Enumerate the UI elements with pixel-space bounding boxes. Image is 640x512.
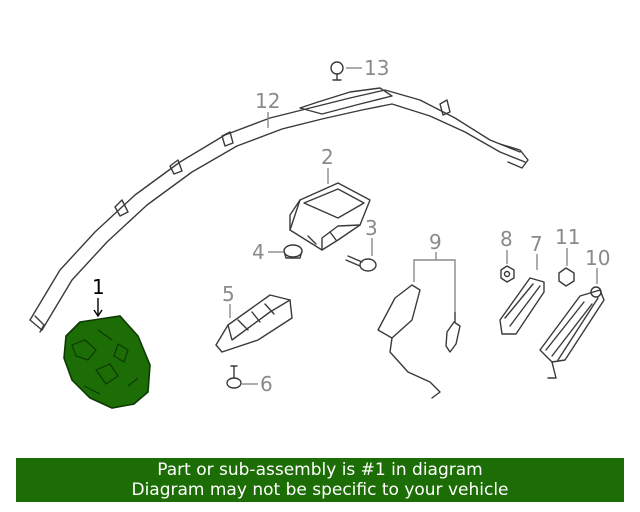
part-13-bolt[interactable] — [330, 61, 344, 81]
leader-9 — [413, 252, 456, 312]
leader-1-arrow — [93, 309, 103, 318]
banner-line-1: Part or sub-assembly is #1 in diagram — [157, 460, 483, 480]
callout-2[interactable]: 2 — [321, 145, 334, 169]
part-9-sensor-harness[interactable] — [377, 284, 461, 399]
fitment-notice-banner: Part or sub-assembly is #1 in diagram Di… — [16, 458, 624, 502]
callout-4[interactable]: 4 — [252, 240, 265, 264]
callout-1[interactable]: 1 — [92, 275, 105, 299]
callout-10[interactable]: 10 — [585, 246, 610, 270]
callout-11[interactable]: 11 — [555, 225, 580, 249]
part-11-nut[interactable] — [558, 267, 575, 287]
callout-8[interactable]: 8 — [500, 227, 513, 251]
callout-13[interactable]: 13 — [364, 56, 389, 80]
part-10-side-airbag[interactable] — [539, 286, 605, 379]
part-5-knee-airbag[interactable] — [215, 294, 293, 353]
part-3-screw[interactable] — [345, 255, 377, 272]
part-6-screw[interactable] — [226, 365, 242, 389]
part-1-driver-airbag[interactable] — [63, 315, 151, 409]
banner-line-2: Diagram may not be specific to your vehi… — [131, 480, 509, 500]
callout-9[interactable]: 9 — [429, 230, 442, 254]
part-4-clip[interactable] — [283, 244, 303, 259]
part-7-bracket[interactable] — [499, 277, 545, 335]
part-2-airbag-module[interactable] — [289, 182, 371, 251]
callout-5[interactable]: 5 — [222, 282, 235, 306]
callout-3[interactable]: 3 — [365, 216, 378, 240]
part-12-curtain-airbag[interactable] — [29, 87, 529, 333]
callout-6[interactable]: 6 — [260, 372, 273, 396]
callout-12[interactable]: 12 — [255, 89, 280, 113]
part-8-nut[interactable] — [500, 265, 515, 283]
callout-7[interactable]: 7 — [530, 232, 543, 256]
